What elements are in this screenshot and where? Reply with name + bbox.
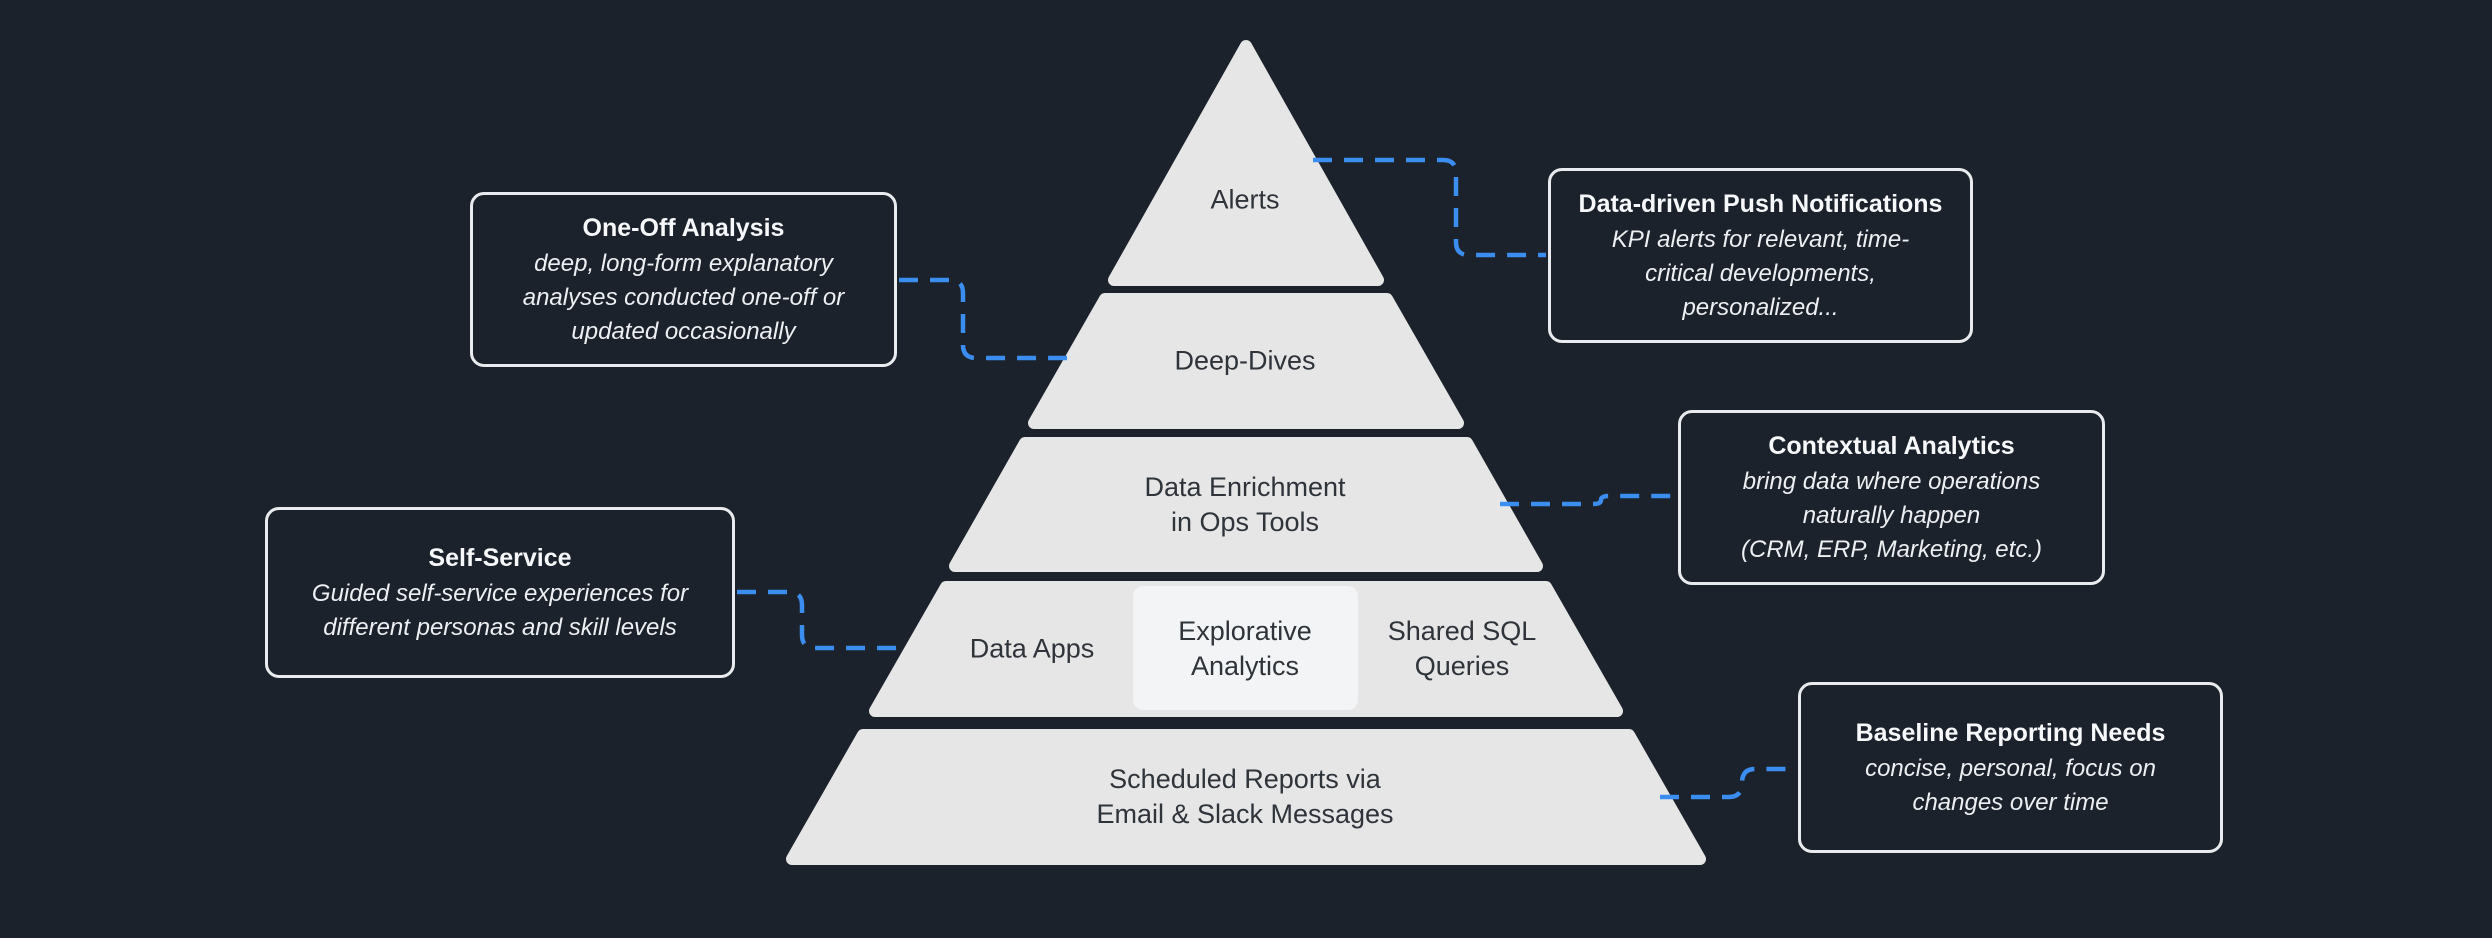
tier-shape-deep-dives (1028, 293, 1464, 429)
segment-label-shared-sql-queries: Shared SQL Queries (1387, 616, 1537, 681)
segment-label-explorative-analytics: Explorative Analytics (1178, 616, 1312, 681)
callout-self-service: Self-Service Guided self-service experie… (265, 507, 735, 678)
segment-explorative-analytics-shape (1133, 586, 1358, 710)
callout-one-off-analysis: One-Off Analysis deep, long-form explana… (470, 192, 897, 367)
tier-shape-scheduled-reports (786, 729, 1706, 865)
callout-contextual-analytics: Contextual Analytics bring data where op… (1678, 410, 2105, 585)
tier-label-alerts: Alerts (1210, 184, 1280, 215)
tier-label-data-enrichment: Data Enrichment in Ops Tools (1144, 472, 1346, 537)
callout-title-contextual-analytics: Contextual Analytics (1768, 431, 2015, 460)
callout-title-baseline-reporting-needs: Baseline Reporting Needs (1855, 718, 2166, 747)
callout-body-contextual-analytics: bring data where operations naturally ha… (1741, 467, 2042, 563)
tier-label-deep-dives: Deep-Dives (1174, 345, 1316, 376)
tier-label-scheduled-reports: Scheduled Reports via Email & Slack Mess… (1096, 764, 1394, 829)
callout-title-one-off-analysis: One-Off Analysis (582, 213, 785, 242)
callout-body-baseline-reporting-needs: concise, personal, focus on changes over… (1865, 754, 2156, 816)
tier-shape-data-enrichment (949, 437, 1543, 572)
callout-title-data-driven-push-notifications: Data-driven Push Notifications (1578, 189, 1943, 218)
tier-shape-alerts (1108, 40, 1384, 286)
connector-one-off-analysis-to-deep-dives (899, 277, 1068, 361)
callout-body-data-driven-push-notifications: KPI alerts for relevant, time- critical … (1611, 225, 1910, 321)
connector-data-enrichment-to-contextual-analytics (1500, 493, 1676, 507)
connector-self-service-to-data-apps (737, 589, 908, 651)
segment-label-data-apps: Data Apps (969, 633, 1095, 664)
connector-alerts-to-push-notifications (1313, 157, 1546, 258)
callout-title-self-service: Self-Service (428, 543, 572, 572)
callout-baseline-reporting-needs: Baseline Reporting Needs concise, person… (1798, 682, 2223, 853)
callout-data-driven-push-notifications: Data-driven Push Notifications KPI alert… (1548, 168, 1973, 343)
callout-body-self-service: Guided self-service experiences for diff… (311, 579, 689, 641)
connector-scheduled-reports-to-baseline-reporting (1660, 766, 1796, 800)
callout-body-one-off-analysis: deep, long-form explanatory analyses con… (522, 249, 845, 345)
